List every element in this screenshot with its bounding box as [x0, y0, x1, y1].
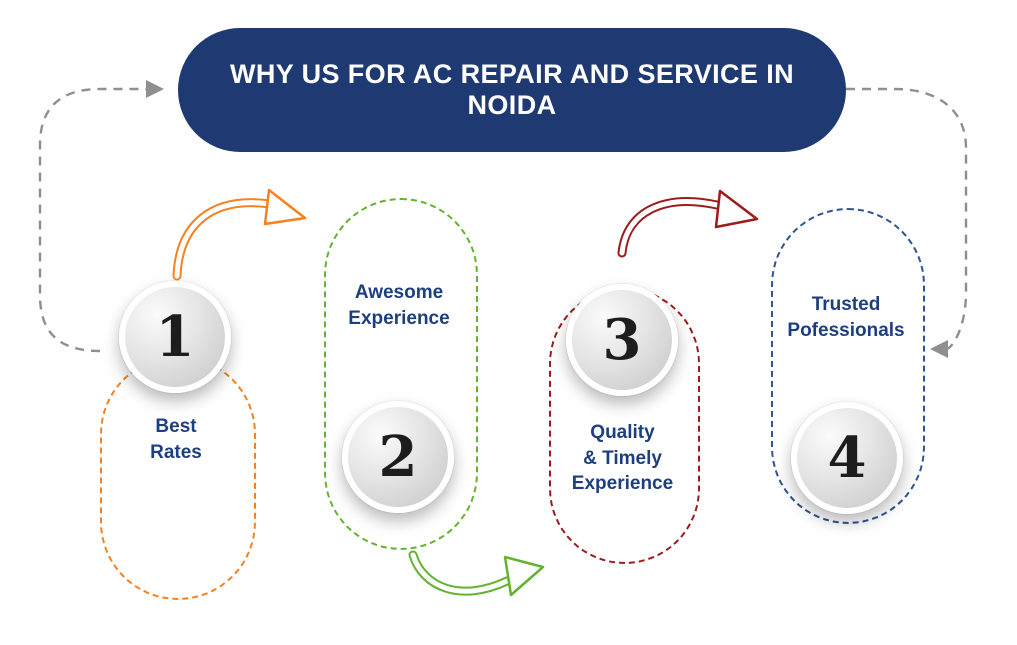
connector-left-arrowhead	[146, 80, 164, 98]
step-circle-2: 2	[342, 401, 454, 513]
step-number-1: 1	[155, 304, 195, 370]
connector-right-arrowhead	[930, 340, 948, 358]
step-circle-3: 3	[566, 284, 678, 396]
step-label-quality-timely: Quality & Timely Experience	[571, 422, 674, 495]
step-number-3: 3	[602, 307, 642, 373]
arrow-step3-to-step4-icon	[617, 189, 759, 258]
arrow-step2-to-step3-icon	[408, 550, 545, 597]
step-label-awesome-experience: Awesome Experience	[348, 282, 450, 329]
step-number-4: 4	[827, 425, 867, 491]
step-capsule-awesome-experience	[324, 198, 478, 550]
step-capsule-trusted-professionals	[771, 208, 925, 524]
step-number-2: 2	[378, 424, 418, 490]
arrow-step1-to-step2-icon	[172, 188, 307, 281]
title-banner: WHY US FOR AC REPAIR AND SERVICE IN NOID…	[178, 28, 846, 152]
step-label-trusted-professionals: Trusted Pofessionals	[787, 294, 905, 341]
step-label-best-rates: Best Rates	[150, 416, 202, 463]
step-circle-1: 1	[119, 281, 231, 393]
step-circle-4: 4	[791, 402, 903, 514]
page-title: WHY US FOR AC REPAIR AND SERVICE IN NOID…	[229, 59, 795, 120]
